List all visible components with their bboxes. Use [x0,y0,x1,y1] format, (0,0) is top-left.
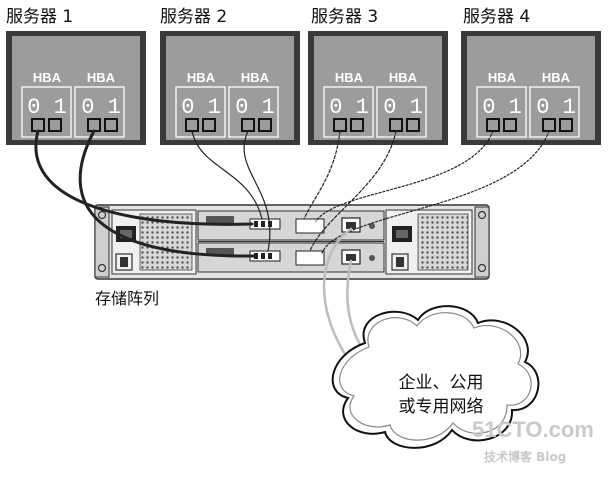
server-1-hba-1-ports: 0 1 [81,95,121,120]
watermark: 51CTO.com 技术博客 Blog [472,417,594,464]
server-4-hba-1-ports: 0 1 [536,95,576,120]
storage-array [94,204,490,280]
server-4-hba-1-label: HBA [542,70,571,85]
server-4: HBA HBA 0 1 0 1 [461,31,601,145]
server-2-hba-1-label: HBA [241,70,270,85]
network-label-line1: 企业、公用 [399,373,484,393]
network-label-line2: 或专用网络 [399,397,484,417]
cable-server1-a [34,129,254,226]
server-2-hba-1-ports: 0 1 [235,95,275,120]
cable-server1-b [78,129,258,258]
cable-server2-a [191,130,263,220]
server-3-hba-1-ports: 0 1 [383,95,423,120]
cable-server3-b [309,130,397,252]
server-1-hba-0-ports: 0 1 [27,95,67,120]
server-3-hba-1-label: HBA [389,70,418,85]
storage-array-label: 存储阵列 [95,289,159,308]
network-cable-a [322,227,354,367]
server-3-label: 服务器 3 [311,7,378,27]
cable-server4-a [315,130,494,222]
cable-server2-b [243,130,271,252]
cable-server4-b [321,130,550,254]
server-2-label: 服务器 2 [160,7,227,27]
server-1: HBA HBA 0 1 0 1 [6,31,146,145]
cable-server3-a [303,130,341,220]
server-4-hba-0-label: HBA [488,70,517,85]
watermark-line2: 技术博客 Blog [484,449,566,464]
server-4-hba-0-ports: 0 1 [482,95,522,120]
server-4-label: 服务器 4 [463,7,530,27]
watermark-line1: 51CTO.com [472,417,594,442]
network-cable-b [346,259,364,350]
cables [34,129,550,367]
server-2-hba-0-label: HBA [187,70,216,85]
server-2: HBA HBA 0 1 0 1 [160,31,300,145]
server-3-hba-0-ports: 0 1 [329,95,369,120]
server-1-label: 服务器 1 [6,7,73,27]
server-2-hba-0-ports: 0 1 [181,95,221,120]
server-1-hba-1-label: HBA [87,70,116,85]
network-cloud: 企业、公用 或专用网络 [331,305,540,449]
server-3-hba-0-label: HBA [335,70,364,85]
server-1-hba-0-label: HBA [33,70,62,85]
server-3: HBA HBA 0 1 0 1 [308,31,448,145]
